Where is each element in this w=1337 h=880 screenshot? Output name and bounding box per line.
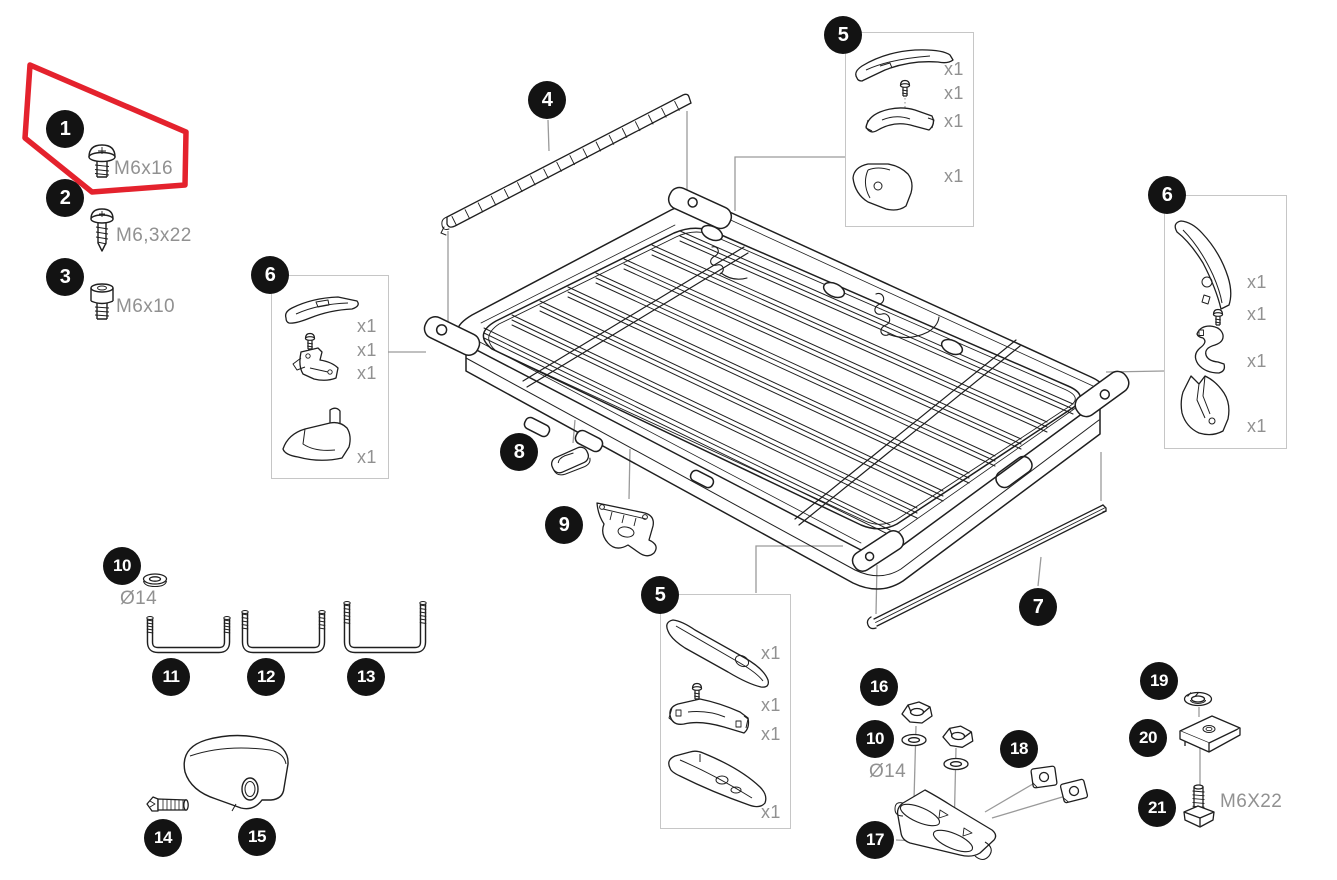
part-icons-bracket-group: [894, 701, 1089, 861]
quantity-label: x1: [761, 695, 781, 715]
parts-box-6-right-contents: [1174, 220, 1232, 436]
callout-badge-16[interactable]: 16: [860, 668, 898, 706]
callout-badge-19[interactable]: 19: [1140, 662, 1178, 700]
callout-badge-1[interactable]: 1: [46, 110, 84, 148]
quantity-label: x1: [761, 802, 781, 822]
size-label-m6x16: M6x16: [114, 158, 174, 179]
callout-badge-10-right[interactable]: 10: [856, 720, 894, 758]
quantity-label: x1: [944, 59, 964, 79]
highlight-region-item-1[interactable]: [22, 62, 189, 195]
quantity-label: x1: [1247, 272, 1267, 292]
callout-badge-11[interactable]: 11: [152, 658, 190, 696]
size-label-m6x22: M6X22: [1220, 791, 1283, 812]
callout-badge-20[interactable]: 20: [1129, 719, 1167, 757]
quantity-label: x1: [357, 316, 377, 336]
part-icon-ubolt-13: [343, 601, 427, 654]
quantity-label: x1: [944, 111, 964, 131]
parts-box-5-top-contents: [852, 49, 954, 211]
part-icons-tbolt-group: [1179, 691, 1241, 828]
quantity-label: x1: [761, 643, 781, 663]
size-label-m6x10: M6x10: [116, 296, 176, 317]
quantity-label: x1: [1247, 304, 1267, 324]
cargo-rack-illustration: [423, 186, 1130, 590]
callout-badge-6-left[interactable]: 6: [251, 256, 289, 294]
callout-badge-18[interactable]: 18: [1000, 730, 1038, 768]
part-icon-screw-m6x16: [88, 144, 116, 178]
part-icon-screw-m6x10: [90, 283, 114, 320]
callout-badge-9[interactable]: 9: [545, 506, 583, 544]
quantity-label: x1: [357, 340, 377, 360]
callout-badge-3[interactable]: 3: [46, 258, 84, 296]
callout-badge-14[interactable]: 14: [144, 819, 182, 857]
quantity-label: x1: [944, 166, 964, 186]
callout-badge-4[interactable]: 4: [528, 81, 566, 119]
part-icon-bracket-9: [596, 502, 657, 557]
quantity-label: x1: [1247, 351, 1267, 371]
part-icon-screw-m63x22: [90, 208, 114, 252]
callout-badge-5-bottom[interactable]: 5: [641, 576, 679, 614]
callout-badge-10-left[interactable]: 10: [103, 547, 141, 585]
quantity-label: x1: [761, 724, 781, 744]
part-icon-lock-cover-15: [183, 734, 289, 812]
quantity-label: x1: [1247, 416, 1267, 436]
callout-badge-7[interactable]: 7: [1019, 588, 1057, 626]
parts-box-6-left-contents: [282, 296, 359, 461]
quantity-label: x1: [357, 363, 377, 383]
part-icon-ubolt-11: [146, 616, 231, 654]
callout-badge-8[interactable]: 8: [500, 433, 538, 471]
strip-7: [866, 504, 1107, 630]
callout-badge-17[interactable]: 17: [856, 821, 894, 859]
size-label-d14-right: Ø14: [869, 761, 907, 782]
callout-badge-5-top[interactable]: 5: [824, 16, 862, 54]
parts-box-5-bottom-contents: [666, 619, 769, 808]
size-label-m63x22: M6,3x22: [116, 225, 192, 246]
callout-badge-15[interactable]: 15: [238, 818, 276, 856]
size-label-d14-left: Ø14: [120, 588, 158, 609]
part-icon-pad-8: [550, 446, 591, 476]
quantity-label: x1: [944, 83, 964, 103]
part-icon-torx-screw-14: [146, 796, 189, 812]
callout-badge-13[interactable]: 13: [347, 658, 385, 696]
strip-4: [440, 93, 692, 236]
callout-badge-21[interactable]: 21: [1138, 789, 1176, 827]
quantity-label: x1: [357, 447, 377, 467]
callout-badge-12[interactable]: 12: [247, 658, 285, 696]
callout-badge-6-right[interactable]: 6: [1148, 176, 1186, 214]
callout-badge-2[interactable]: 2: [46, 179, 84, 217]
part-icon-ubolt-12: [241, 610, 326, 654]
part-icon-washer-14-left: [142, 573, 168, 588]
